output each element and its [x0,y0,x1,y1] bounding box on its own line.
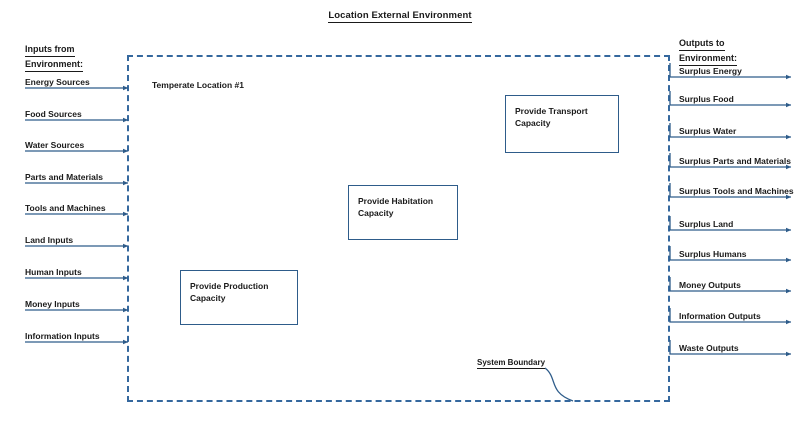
process-transport-line1: Provide Transport [515,106,588,116]
output-label-surplus-land: Surplus Land [679,219,734,229]
output-label-money-outputs: Money Outputs [679,280,741,290]
system-boundary-box [127,55,670,402]
input-label-parts-and-materials: Parts and Materials [25,172,103,182]
output-label-surplus-parts-and-materials: Surplus Parts and Materials [679,156,791,166]
outputs-header-line1: Outputs to [679,37,725,51]
location-label: Temperate Location #1 [152,80,244,90]
outputs-header-line2: Environment: [679,52,738,66]
inputs-header: Inputs from Environment: [25,43,84,73]
system-boundary-annotation-text: System Boundary [477,358,546,369]
output-label-surplus-humans: Surplus Humans [679,249,747,259]
output-label-information-outputs: Information Outputs [679,311,761,321]
input-label-information-inputs: Information Inputs [25,331,100,341]
output-label-surplus-energy: Surplus Energy [679,66,742,76]
process-habitation-line2: Capacity [358,208,394,218]
process-production-line2: Capacity [190,293,226,303]
diagram-title-text: Location External Environment [328,10,472,23]
input-label-human-inputs: Human Inputs [25,267,82,277]
diagram-title: Location External Environment [0,10,800,23]
input-label-energy-sources: Energy Sources [25,77,90,87]
output-label-surplus-water: Surplus Water [679,126,737,136]
input-label-water-sources: Water Sources [25,140,85,150]
process-transport-line2: Capacity [515,118,551,128]
input-label-land-inputs: Land Inputs [25,235,74,245]
output-label-surplus-tools-and-machines: Surplus Tools and Machines [679,186,794,196]
output-label-waste-outputs: Waste Outputs [679,343,739,353]
process-box-production[interactable]: Provide Production Capacity [180,270,298,325]
output-label-surplus-food: Surplus Food [679,94,734,104]
system-boundary-annotation: System Boundary [477,358,546,369]
process-production-line1: Provide Production [190,281,269,291]
process-habitation-line1: Provide Habitation [358,196,434,206]
input-label-money-inputs: Money Inputs [25,299,80,309]
input-label-food-sources: Food Sources [25,109,82,119]
process-box-habitation[interactable]: Provide Habitation Capacity [348,185,458,240]
inputs-header-line1: Inputs from [25,43,75,57]
input-label-tools-and-machines: Tools and Machines [25,203,106,213]
outputs-header: Outputs to Environment: [679,37,738,67]
inputs-header-line2: Environment: [25,58,84,72]
process-box-transport[interactable]: Provide Transport Capacity [505,95,619,153]
